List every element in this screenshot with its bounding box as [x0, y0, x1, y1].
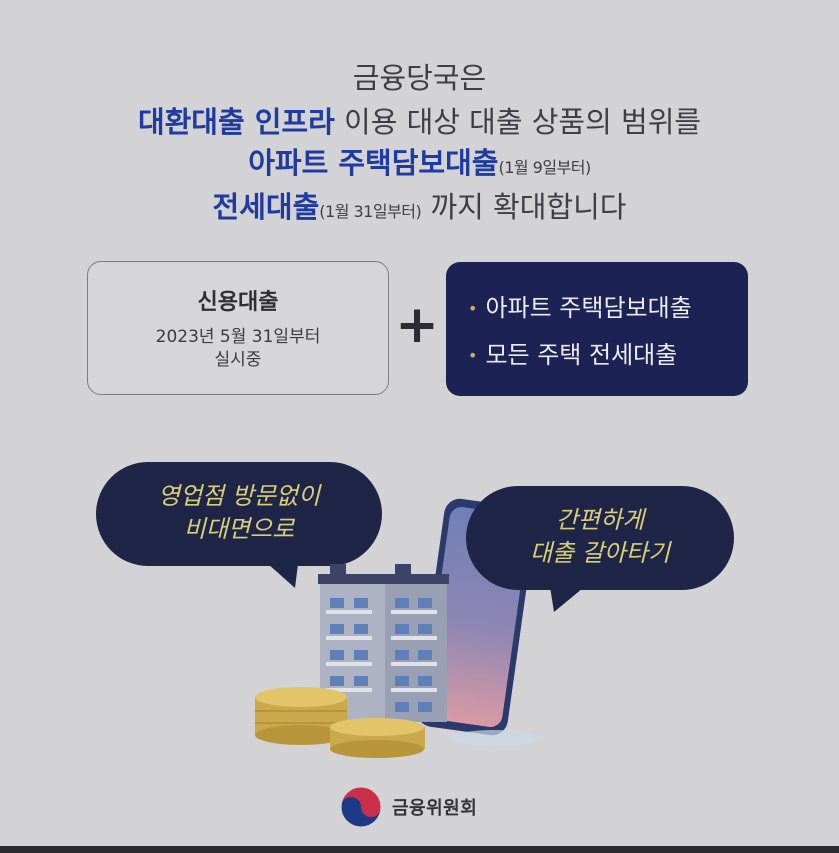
headline-line-3: 아파트 주택담보대출(1월 9일부터)	[0, 140, 839, 182]
headline-text: 까지 확대합니다	[421, 190, 627, 224]
apartment-building-icon	[318, 564, 449, 722]
product-label-mortgage: 아파트 주택담보대출	[485, 294, 692, 322]
headline-date-note: (1월 31일부터)	[319, 202, 422, 221]
headline-text: 이용 대상 대출 상품의 범위를	[334, 105, 702, 139]
headline-date-note: (1월 9일부터)	[498, 158, 591, 177]
headline-line-2: 대환대출 인프라 이용 대상 대출 상품의 범위를	[0, 99, 839, 141]
credit-loan-status: 실시중	[214, 350, 262, 370]
speech-bubble-left: 영업점 방문없이 비대면으로	[96, 462, 382, 566]
headline-line-1: 금융당국은	[0, 55, 839, 97]
plus-sign: +	[395, 295, 439, 355]
credit-loan-card: 신용대출 2023년 5월 31일부터 실시중	[87, 261, 389, 395]
headline-line-4: 전세대출(1월 31일부터) 까지 확대합니다	[0, 184, 839, 226]
bubble-right-line-1: 간편하게	[555, 506, 645, 534]
bubble-left-line-2: 비대면으로	[183, 515, 295, 543]
bottom-border	[0, 846, 839, 853]
headline-highlight-infra: 대환대출 인프라	[137, 105, 335, 139]
taegeuk-emblem-icon	[340, 786, 382, 828]
headline-highlight-jeonse: 전세대출	[212, 190, 320, 224]
bullet-icon: •	[468, 346, 478, 365]
credit-loan-title: 신용대출	[197, 290, 279, 315]
expanded-products-card: • 아파트 주택담보대출 • 모든 주택 전세대출	[446, 262, 748, 396]
fsc-logo: 금융위원회	[340, 786, 477, 828]
bubble-left-line-1: 영업점 방문없이	[157, 482, 321, 510]
headline-highlight-mortgage: 아파트 주택담보대출	[248, 146, 499, 180]
speech-bubble-right: 간편하게 대출 갈아타기	[466, 486, 734, 590]
credit-loan-date: 2023년 5월 31일부터	[155, 327, 321, 347]
org-name: 금융위원회	[392, 798, 478, 819]
bubble-right-line-2: 대출 갈아타기	[529, 539, 671, 567]
coin-stack-icon	[255, 687, 425, 758]
bullet-icon: •	[468, 299, 478, 318]
product-label-jeonse: 모든 주택 전세대출	[485, 341, 678, 369]
list-item: • 모든 주택 전세대출	[468, 332, 748, 379]
headline-text: 금융당국은	[352, 61, 487, 95]
list-item: • 아파트 주택담보대출	[468, 285, 748, 332]
